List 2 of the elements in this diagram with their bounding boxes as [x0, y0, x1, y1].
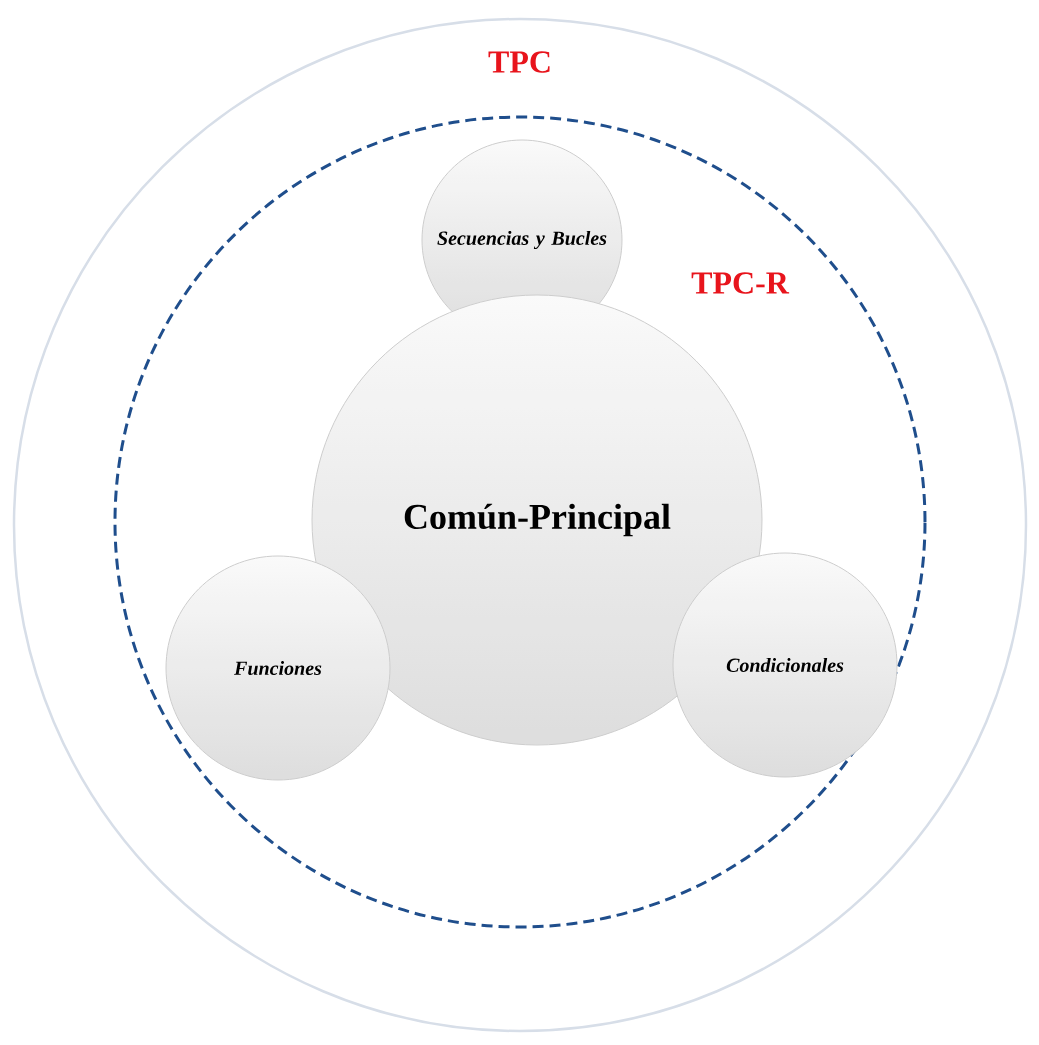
circle-label: TPC-R — [691, 272, 790, 294]
circle-label: TPC — [488, 51, 550, 73]
